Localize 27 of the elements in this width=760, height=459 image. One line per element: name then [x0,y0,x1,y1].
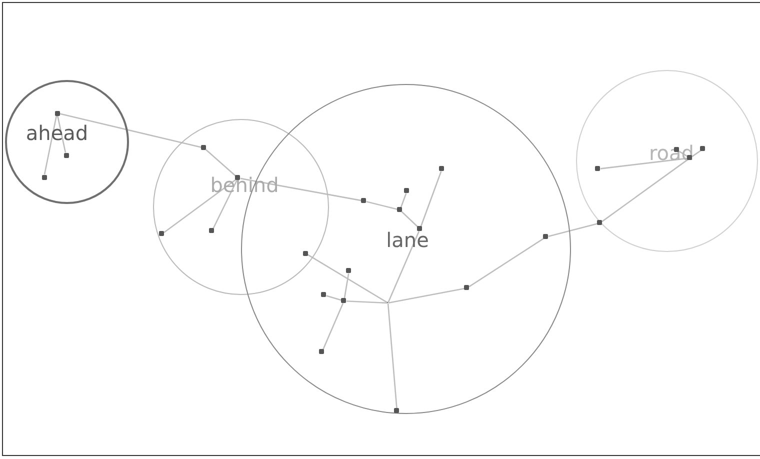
connector-line [59,112,202,148]
connector-line [387,303,398,409]
connector-line [344,273,350,299]
connector-line [468,238,544,288]
connector-line [548,223,598,237]
connector-line [205,149,237,177]
connector-line [420,171,442,227]
connector-line [366,200,398,210]
connector-line [692,150,702,158]
connector-line [44,115,58,175]
connector-line [240,178,362,202]
connector-line [388,231,420,303]
connector-line [322,303,344,350]
connector-line [388,288,465,304]
connector-line [306,254,388,304]
connector-line [326,295,342,301]
connector-line [164,178,236,234]
connector-line [346,300,388,304]
cluster-circle [5,80,129,204]
connector-line [56,115,66,153]
connector-line [602,158,688,222]
connector-line [400,193,407,208]
cluster-circle [576,70,758,252]
cluster-label: lane [386,230,429,250]
cluster-label: ahead [26,123,88,143]
connector-line [401,211,419,228]
connector-line [600,158,688,170]
